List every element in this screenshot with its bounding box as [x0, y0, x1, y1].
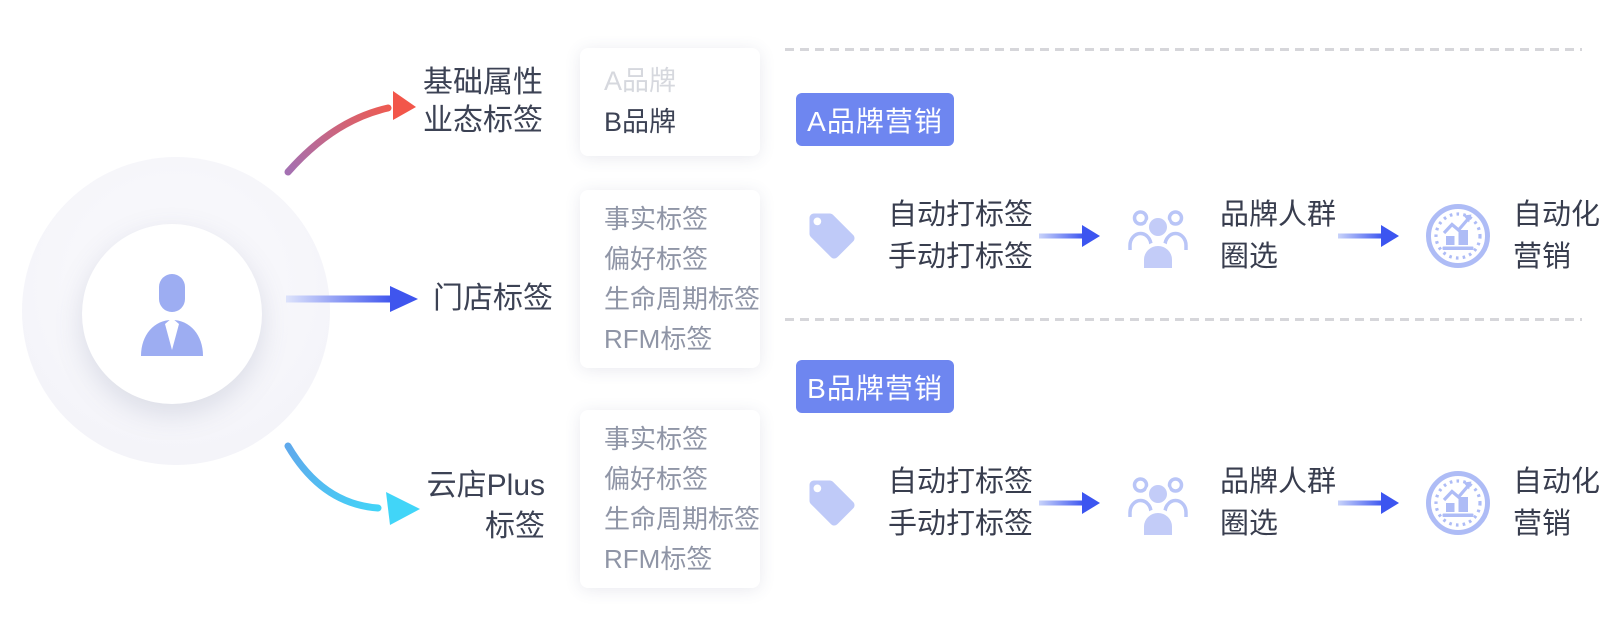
user-icon — [141, 274, 203, 356]
brand-b-flow-row: 自动打标签 手动打标签 品牌人群 圈选 — [785, 459, 1600, 547]
customer-avatar-circle — [82, 224, 262, 404]
branch-label-line: 基础属性 — [423, 66, 543, 99]
brand-b-campaign-badge: B品牌营销 — [796, 360, 954, 413]
panel-item: 事实标签 — [604, 424, 709, 454]
branch-label-line: 标签 — [485, 510, 545, 543]
tagging-line: 自动打标签 — [888, 199, 1034, 231]
brand-tags-panel: A品牌 B品牌 — [580, 48, 760, 156]
chart-growth-icon — [1426, 204, 1490, 268]
branch-label-store-tags: 门店标签 — [433, 282, 553, 315]
branch-label-basic-attributes: 基础属性 业态标签 — [415, 64, 551, 140]
tag-icon — [809, 480, 855, 526]
audience-selection-label: 品牌人群 圈选 — [1220, 461, 1336, 545]
automation-line: 营销 — [1513, 241, 1572, 273]
tagging-methods-label: 自动打标签 手动打标签 — [888, 461, 1033, 545]
divider-dashed-middle — [785, 318, 1582, 321]
tagging-methods-label: 自动打标签 手动打标签 — [888, 194, 1033, 278]
divider-dashed-top — [785, 48, 1582, 51]
flow-arrow-icon — [1039, 492, 1100, 514]
branch-label-cloud-plus-tags: 云店Plus 标签 — [403, 465, 545, 547]
audience-line: 品牌人群 — [1220, 466, 1337, 498]
cloud-plus-tags-panel: 事实标签 偏好标签 生命周期标签 RFM标签 — [580, 410, 760, 588]
panel-item: RFM标签 — [604, 544, 713, 574]
store-tags-panel: 事实标签 偏好标签 生命周期标签 RFM标签 — [580, 190, 760, 368]
automation-line: 自动化 — [1513, 466, 1600, 498]
automation-line: 营销 — [1513, 508, 1572, 540]
chart-growth-icon — [1426, 471, 1490, 535]
panel-item: B品牌 — [604, 107, 677, 137]
audience-line: 圈选 — [1220, 241, 1279, 273]
panel-item: RFM标签 — [604, 324, 713, 354]
branch-label-line: 业态标签 — [423, 104, 543, 137]
audience-line: 品牌人群 — [1220, 199, 1337, 231]
brand-a-flow-row: 自动打标签 手动打标签 品牌人群 圈选 — [785, 192, 1600, 280]
flow-arrow-icon — [1039, 225, 1100, 247]
panel-item: A品牌 — [604, 66, 677, 96]
tagging-line: 自动打标签 — [888, 466, 1034, 498]
audience-line: 圈选 — [1220, 508, 1279, 540]
panel-item: 偏好标签 — [604, 244, 709, 274]
automation-line: 自动化 — [1513, 199, 1600, 231]
curved-arrow-cyan-icon — [284, 442, 420, 525]
panel-item: 偏好标签 — [604, 464, 709, 494]
automation-marketing-label: 自动化 营销 — [1513, 461, 1600, 545]
brand-a-campaign-badge: A品牌营销 — [796, 93, 954, 146]
tag-icon — [809, 213, 855, 259]
tagging-line: 手动打标签 — [888, 508, 1034, 540]
people-group-icon — [1128, 477, 1188, 535]
automation-marketing-label: 自动化 营销 — [1513, 194, 1600, 278]
people-group-icon — [1128, 210, 1188, 268]
tagging-line: 手动打标签 — [888, 241, 1034, 273]
panel-item: 生命周期标签 — [604, 504, 761, 534]
audience-selection-label: 品牌人群 圈选 — [1220, 194, 1336, 278]
panel-item: 事实标签 — [604, 204, 709, 234]
branch-label-line: 云店Plus — [426, 469, 545, 502]
straight-arrow-blue-icon — [286, 286, 418, 312]
panel-item: 生命周期标签 — [604, 284, 761, 314]
flow-arrow-icon — [1338, 225, 1399, 247]
curved-arrow-red-icon — [284, 91, 416, 176]
flow-arrow-icon — [1338, 492, 1399, 514]
